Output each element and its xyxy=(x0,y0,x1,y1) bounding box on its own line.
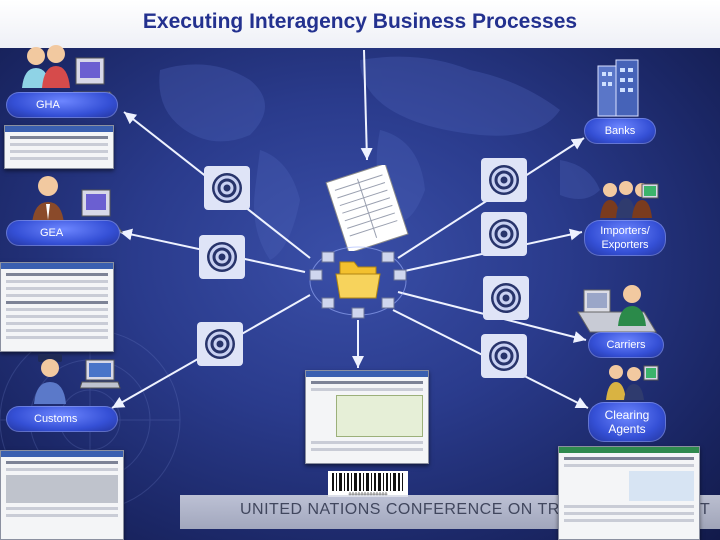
importers-exporters-label: Importers/ Exporters xyxy=(584,220,666,256)
carriers-operator-icon xyxy=(577,285,657,333)
central-hub-folder-network-icon xyxy=(309,246,407,319)
importers-exporters-people-icon xyxy=(600,181,652,218)
email-at-icon-right-4 xyxy=(481,334,527,378)
clearing-agents-label: Clearing Agents xyxy=(588,402,666,442)
email-at-icon-right-3 xyxy=(483,276,529,320)
gea-label: GEA xyxy=(6,220,120,246)
gea-screenshot xyxy=(0,262,114,352)
email-at-icon-left-2 xyxy=(199,235,245,279)
gha-label: GHA xyxy=(6,92,118,118)
footer-organization-text: UNITED NATIONS CONFERENCE ON TRADE A xyxy=(240,501,610,518)
gea-person-icon xyxy=(32,176,64,224)
email-at-icon-left-1 xyxy=(204,166,250,210)
email-at-icon-right-1 xyxy=(481,158,527,202)
banks-label: Banks xyxy=(584,118,656,144)
customs-officer-icon xyxy=(34,354,66,404)
bank-building-icon xyxy=(597,59,639,117)
clearing-computer-icon xyxy=(643,365,659,381)
clearing-label-line2: Agents xyxy=(608,422,646,436)
gha-screenshot xyxy=(4,125,114,169)
customs-label: Customs xyxy=(6,406,118,432)
page-title: Executing Interagency Business Processes xyxy=(142,10,578,33)
gea-computer-icon xyxy=(79,189,123,233)
customs-screenshot xyxy=(0,450,124,540)
importers-label-line1: Importers/ xyxy=(600,225,650,237)
central-system-screenshot xyxy=(305,370,429,464)
email-at-icon-right-2 xyxy=(481,212,527,256)
carriers-label: Carriers xyxy=(588,332,664,358)
title-bar xyxy=(0,0,720,48)
customs-laptop-icon xyxy=(80,359,121,389)
gha-person-icon xyxy=(22,45,70,88)
footer-tail-letter: T xyxy=(700,501,710,518)
trade-document-icon xyxy=(325,165,409,251)
importers-label-line2: Exporters xyxy=(601,239,649,251)
email-at-icon-left-3 xyxy=(197,322,243,366)
importers-computer-icon xyxy=(641,183,659,199)
clearing-agents-people-icon xyxy=(606,365,644,400)
barcode xyxy=(328,471,408,497)
clearing-agents-screenshot xyxy=(558,446,700,540)
clearing-label-line1: Clearing xyxy=(604,408,650,422)
arrow-top-document xyxy=(360,49,373,161)
